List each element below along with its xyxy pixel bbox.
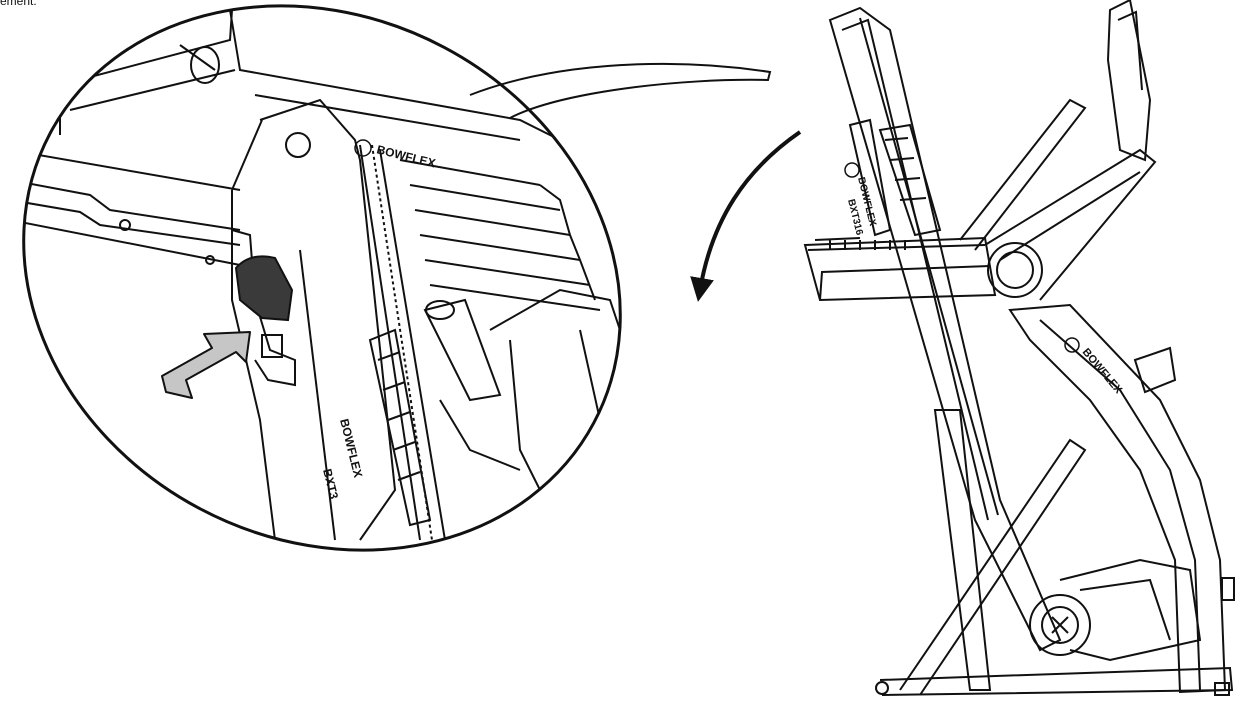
bowflex-logo-icon: [354, 139, 372, 157]
side-brand-label-upright: BOWFLEX: [1080, 346, 1125, 396]
callout-tail: [469, 62, 772, 119]
detail-brand-label-vertical: BOWFLEX: [337, 417, 365, 479]
treadmill-side-view: [803, 0, 1235, 696]
side-labels: BOWFLEX BXT316 BOWFLEX: [844, 162, 1125, 397]
press-arrow-icon: [161, 331, 251, 399]
detail-model-label: BXT3: [320, 467, 341, 500]
bowflex-logo-icon: [1064, 337, 1080, 353]
latch-knob: [234, 255, 294, 322]
fold-arrow-icon: [690, 130, 802, 302]
zoom-bubble-outline: [22, 4, 622, 552]
zoom-callout: BOWFLEX BOWFLEX BXT3: [9, 4, 772, 552]
detail-brand-label: BOWFLEX: [375, 142, 437, 170]
bowflex-logo-icon: [844, 162, 860, 178]
caption-fragment: ement.: [0, 0, 37, 8]
